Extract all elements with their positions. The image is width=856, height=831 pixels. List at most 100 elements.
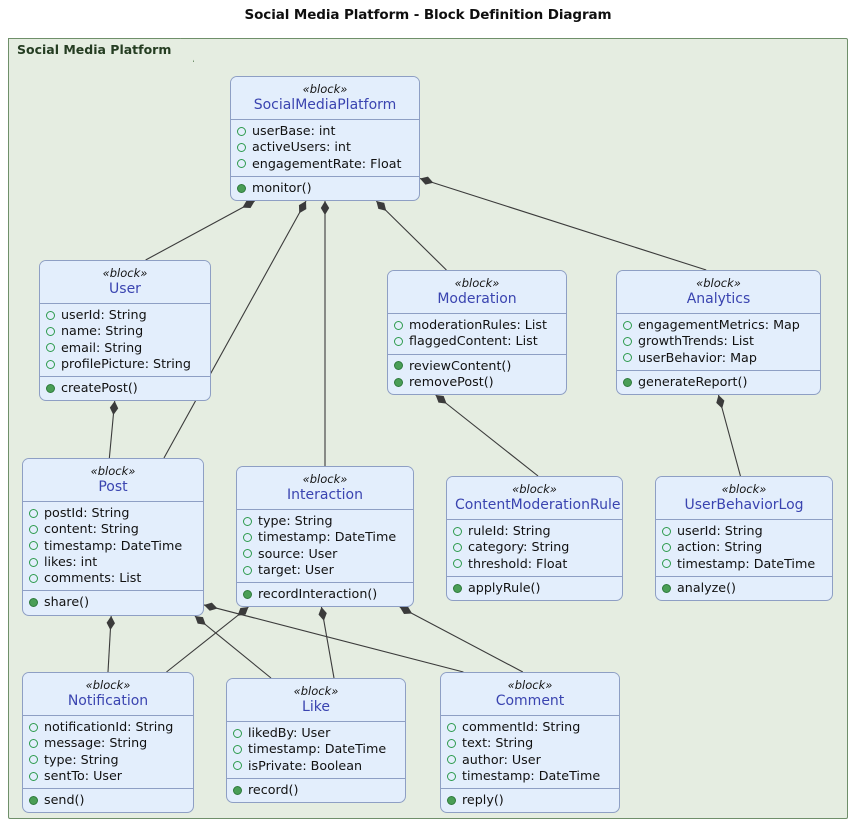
attribute-label: name: String — [61, 323, 144, 339]
package-label: Social Media Platform — [8, 38, 194, 62]
attribute-marker-icon — [29, 722, 38, 732]
operation-marker-icon — [623, 377, 632, 387]
attribute-marker-icon — [46, 343, 55, 353]
attribute-row: type: String — [29, 752, 187, 768]
block-name: Moderation — [437, 291, 517, 307]
block-name: Comment — [495, 693, 565, 709]
block-name: User — [109, 281, 141, 297]
attribute-row: userId: String — [46, 307, 204, 323]
operation-row: recordInteraction() — [243, 586, 407, 602]
attribute-marker-icon — [29, 755, 38, 765]
operation-row: record() — [233, 782, 399, 798]
operation-marker-icon — [394, 361, 403, 371]
attribute-marker-icon — [29, 771, 38, 781]
attribute-label: type: String — [258, 513, 333, 528]
attribute-label: message: String — [44, 735, 148, 751]
block-header: «block»SocialMediaPlatform — [231, 77, 419, 120]
attribute-label: sentTo: User — [44, 767, 123, 783]
attribute-row: source: User — [243, 546, 407, 562]
attribute-marker-icon — [29, 738, 38, 748]
block-stereotype: «block» — [85, 678, 131, 692]
operation-label: applyRule() — [468, 579, 541, 595]
attribute-marker-icon — [447, 755, 456, 765]
attribute-row: target: User — [243, 562, 407, 578]
attribute-row: likes: int — [29, 554, 197, 570]
attribute-marker-icon — [447, 771, 456, 781]
block-stereotype: «block» — [293, 684, 339, 698]
attribute-marker-icon — [623, 320, 632, 330]
attribute-row: notificationId: String — [29, 719, 187, 735]
block-stereotype: «block» — [302, 82, 348, 96]
attribute-marker-icon — [46, 310, 55, 320]
attribute-row: timestamp: DateTime — [243, 529, 407, 545]
block-header: «block»Post — [23, 459, 203, 502]
attribute-marker-icon — [46, 359, 55, 369]
attribute-marker-icon — [29, 573, 38, 583]
operation-marker-icon — [243, 589, 252, 599]
operation-row: applyRule() — [453, 580, 616, 596]
operation-row: monitor() — [237, 180, 413, 196]
attribute-marker-icon — [237, 142, 246, 152]
attribute-label: timestamp: DateTime — [258, 529, 397, 545]
block-name: ContentModerationRule — [455, 497, 621, 513]
operations-compartment: generateReport() — [617, 371, 820, 394]
operations-compartment: createPost() — [40, 377, 210, 400]
operation-row: createPost() — [46, 380, 204, 396]
attribute-marker-icon — [394, 320, 403, 330]
attribute-marker-icon — [453, 526, 462, 536]
attribute-marker-icon — [447, 722, 456, 732]
attribute-marker-icon — [394, 336, 403, 346]
attribute-row: ruleId: String — [453, 523, 616, 539]
attribute-label: ruleId: String — [468, 523, 551, 538]
attribute-label: commentId: String — [462, 719, 581, 734]
operation-label: generateReport() — [638, 373, 748, 389]
block-header: «block»Comment — [441, 673, 619, 716]
block-name: Analytics — [686, 291, 751, 307]
operation-label: createPost() — [61, 380, 138, 396]
operation-marker-icon — [662, 583, 671, 593]
attribute-marker-icon — [453, 559, 462, 569]
attribute-row: email: String — [46, 340, 204, 356]
operation-label: recordInteraction() — [258, 586, 378, 602]
block-stereotype: «block» — [90, 464, 136, 478]
attribute-row: timestamp: DateTime — [662, 556, 826, 572]
attribute-row: sentTo: User — [29, 768, 187, 784]
attribute-row: profilePicture: String — [46, 356, 204, 372]
block-header: «block»Analytics — [617, 271, 820, 314]
attribute-label: userBase: int — [252, 123, 336, 138]
operation-marker-icon — [46, 383, 55, 393]
block-header: «block»UserBehaviorLog — [656, 477, 832, 520]
operation-label: removePost() — [409, 373, 494, 389]
operation-marker-icon — [29, 795, 38, 805]
attribute-marker-icon — [233, 761, 242, 771]
attribute-row: userBase: int — [237, 123, 413, 139]
attribute-marker-icon — [237, 159, 246, 169]
attribute-label: action: String — [677, 539, 763, 555]
attribute-row: userBehavior: Map — [623, 350, 814, 366]
attribute-marker-icon — [453, 542, 462, 552]
attribute-label: type: String — [44, 751, 119, 767]
attribute-label: timestamp: DateTime — [462, 767, 601, 783]
attribute-row: action: String — [662, 539, 826, 555]
attribute-marker-icon — [29, 524, 38, 534]
attribute-label: author: User — [462, 751, 541, 767]
operation-marker-icon — [394, 377, 403, 387]
operation-marker-icon — [233, 785, 242, 795]
operation-marker-icon — [29, 598, 38, 608]
